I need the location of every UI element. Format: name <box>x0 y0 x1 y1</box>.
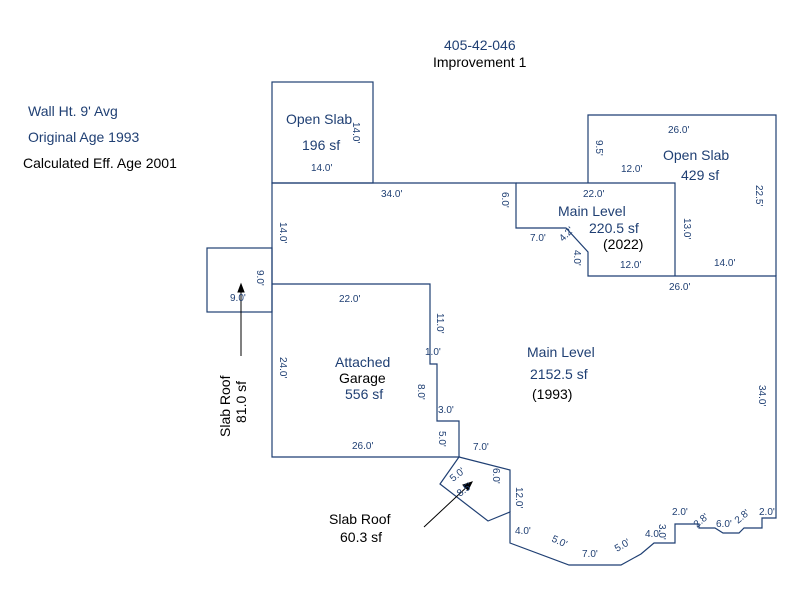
dim-os1-right: 14.0' <box>350 122 361 143</box>
dim-seg-2b: 2.0' <box>759 507 775 518</box>
dim-ml-13: 13.0' <box>681 218 692 239</box>
main-level-area: 2152.5 sf <box>530 366 588 382</box>
dim-garage-11: 11.0' <box>434 313 445 334</box>
main-level-year: (1993) <box>532 386 572 402</box>
dim-garage-1: 1.0' <box>425 347 441 358</box>
main-level-addition-outline <box>516 182 676 276</box>
parcel-number: 405-42-046 <box>444 37 516 53</box>
dim-ml-22: 22.0' <box>583 189 604 200</box>
slab-roof-bottom-arrowhead <box>462 481 473 491</box>
slab-roof-bottom-area: 60.3 sf <box>340 529 382 545</box>
addition-area: 220.5 sf <box>589 220 639 236</box>
dim-seg-5a: 5.0' <box>550 534 569 551</box>
wall-height-label: Wall Ht. 9' Avg <box>28 103 118 119</box>
dim-ml-6: 6.0' <box>499 192 510 208</box>
open-slab-2-area: 429 sf <box>681 167 719 183</box>
dim-vertical-12: 12.0' <box>513 487 524 508</box>
garage-outline <box>272 283 460 457</box>
open-slab-1-area: 196 sf <box>302 137 340 153</box>
dim-seg-5b: 5.0' <box>613 537 632 554</box>
dim-os2-14: 14.0' <box>714 258 735 269</box>
dim-garage-8: 8.0' <box>415 384 426 400</box>
dim-top-34: 34.0' <box>381 189 402 200</box>
slab-roof-left-area: 81.0 sf <box>233 381 249 423</box>
dim-os2-9-5: 9.5' <box>593 140 604 156</box>
slab-roof-bottom-outline <box>458 456 511 512</box>
dim-sr-6: 6.0' <box>490 468 501 484</box>
main-level-name: Main Level <box>527 344 595 360</box>
slab-roof-bottom-name: Slab Roof <box>329 511 391 527</box>
garage-area: 556 sf <box>345 386 383 402</box>
open-slab-429-outline <box>587 114 777 276</box>
dim-garage-top: 22.0' <box>339 294 360 305</box>
garage-name-line2: Garage <box>339 370 386 386</box>
slab-roof-bottom-arrow-line <box>423 483 471 528</box>
improvement-label: Improvement 1 <box>433 54 527 70</box>
slab-roof-left-arrowhead <box>237 282 245 293</box>
dim-left-9: 9.0' <box>254 270 265 286</box>
dim-seg-4: 4.0' <box>515 526 531 537</box>
dim-right-34: 34.0' <box>756 385 767 406</box>
dim-bay-7: 7.0' <box>473 442 489 453</box>
dim-slab-9: 9.0' <box>230 293 246 304</box>
original-age-label: Original Age 1993 <box>28 129 140 145</box>
dim-garage-5: 5.0' <box>436 431 447 447</box>
addition-name: Main Level <box>558 203 626 219</box>
addition-year: (2022) <box>603 236 643 252</box>
dim-ml-12: 12.0' <box>620 260 641 271</box>
dim-ml-7: 7.0' <box>530 233 546 244</box>
dim-os2-12: 12.0' <box>621 164 642 175</box>
garage-name-line1: Attached <box>335 354 390 370</box>
open-slab-1-name: Open Slab <box>286 111 352 127</box>
dim-seg-4b: 4.0' <box>645 529 661 540</box>
dim-seg-6: 6.0' <box>716 519 732 530</box>
dim-garage-left-24: 24.0' <box>277 357 288 378</box>
dim-ml-4: 4.0' <box>571 250 582 266</box>
dim-os2-22-5: 22.5' <box>753 185 764 206</box>
dim-right-26: 26.0' <box>669 282 690 293</box>
dim-os1-bottom: 14.0' <box>311 163 332 174</box>
dim-left-14: 14.0' <box>277 222 288 243</box>
dim-os2-26: 26.0' <box>668 125 689 136</box>
dim-seg-3: 3.0' <box>656 524 667 540</box>
dim-garage-3: 3.0' <box>438 405 454 416</box>
open-slab-2-name: Open Slab <box>663 147 729 163</box>
slab-roof-left-name: Slab Roof <box>217 375 233 437</box>
dim-seg-2a: 2.0' <box>672 507 688 518</box>
dim-seg-2-8b: 2.8' <box>733 508 752 527</box>
dim-seg-7: 7.0' <box>582 549 598 560</box>
dim-garage-bottom-26: 26.0' <box>352 441 373 452</box>
main-level-outline <box>271 182 777 566</box>
effective-age-label: Calculated Eff. Age 2001 <box>23 155 177 171</box>
